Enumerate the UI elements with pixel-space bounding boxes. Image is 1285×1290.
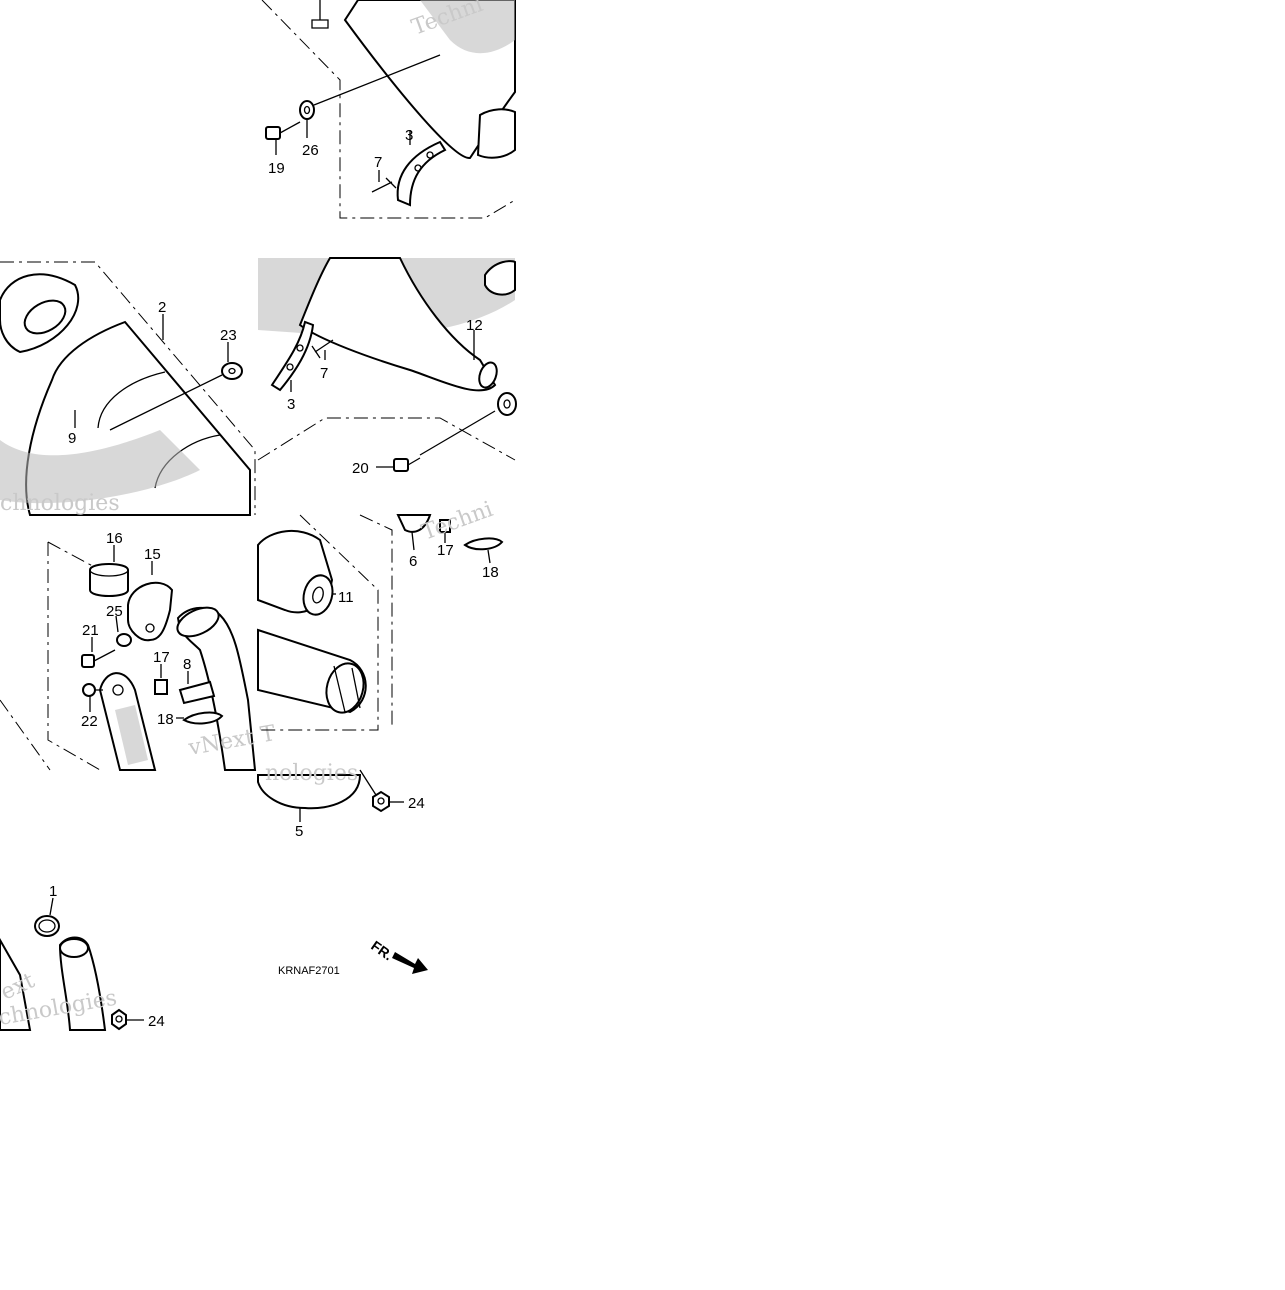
tile-lower-left: 16 15 25 21 22 17 8 18 vNext T bbox=[0, 530, 278, 771]
diagram-code: KRNAF2701 bbox=[278, 965, 340, 977]
label-16: 16 bbox=[106, 530, 123, 547]
label-26: 26 bbox=[302, 142, 319, 159]
label-11: 11 bbox=[338, 589, 354, 606]
front-direction-label: FR. bbox=[368, 937, 396, 963]
label-5: 5 bbox=[295, 823, 303, 840]
front-arrow-icon bbox=[392, 952, 428, 974]
label-1: 1 bbox=[49, 883, 57, 900]
label-7-top: 7 bbox=[374, 154, 382, 171]
tile-lower-right: 11 6 17 18 Techni bbox=[257, 497, 504, 731]
label-24-bottom: 24 bbox=[148, 1013, 165, 1030]
label-23: 23 bbox=[220, 327, 237, 344]
tile-bottom-middle: 5 24 nologies bbox=[257, 761, 425, 840]
label-18-left: 18 bbox=[157, 711, 174, 728]
tile-upper-left: 2 23 9 chnologies bbox=[0, 261, 256, 516]
watermark: nologies bbox=[265, 761, 358, 786]
label-21: 21 bbox=[82, 622, 99, 639]
label-2: 2 bbox=[158, 299, 166, 316]
label-8: 8 bbox=[183, 656, 191, 673]
label-6: 6 bbox=[409, 553, 417, 570]
label-22: 22 bbox=[81, 713, 98, 730]
label-17-left: 17 bbox=[153, 649, 170, 666]
front-direction-indicator: FR. bbox=[368, 937, 428, 974]
label-19: 19 bbox=[268, 160, 285, 177]
watermark: chnologies bbox=[0, 491, 120, 516]
label-18-right: 18 bbox=[482, 564, 499, 581]
label-20: 20 bbox=[352, 460, 369, 477]
label-9: 9 bbox=[68, 430, 76, 447]
label-24-middle: 24 bbox=[408, 795, 425, 812]
label-3-top: 3 bbox=[405, 127, 413, 144]
label-7-mid: 7 bbox=[320, 365, 328, 382]
label-3-mid: 3 bbox=[287, 396, 295, 413]
label-17-right: 17 bbox=[437, 542, 454, 559]
label-12: 12 bbox=[466, 317, 483, 334]
label-15: 15 bbox=[144, 546, 161, 563]
label-25: 25 bbox=[106, 603, 123, 620]
tile-top: 19 26 3 7 Techni bbox=[261, 0, 516, 219]
tile-upper-right: 12 7 3 20 bbox=[257, 257, 517, 477]
tile-bottom-left: 1 24 ext chnologies bbox=[0, 883, 165, 1031]
